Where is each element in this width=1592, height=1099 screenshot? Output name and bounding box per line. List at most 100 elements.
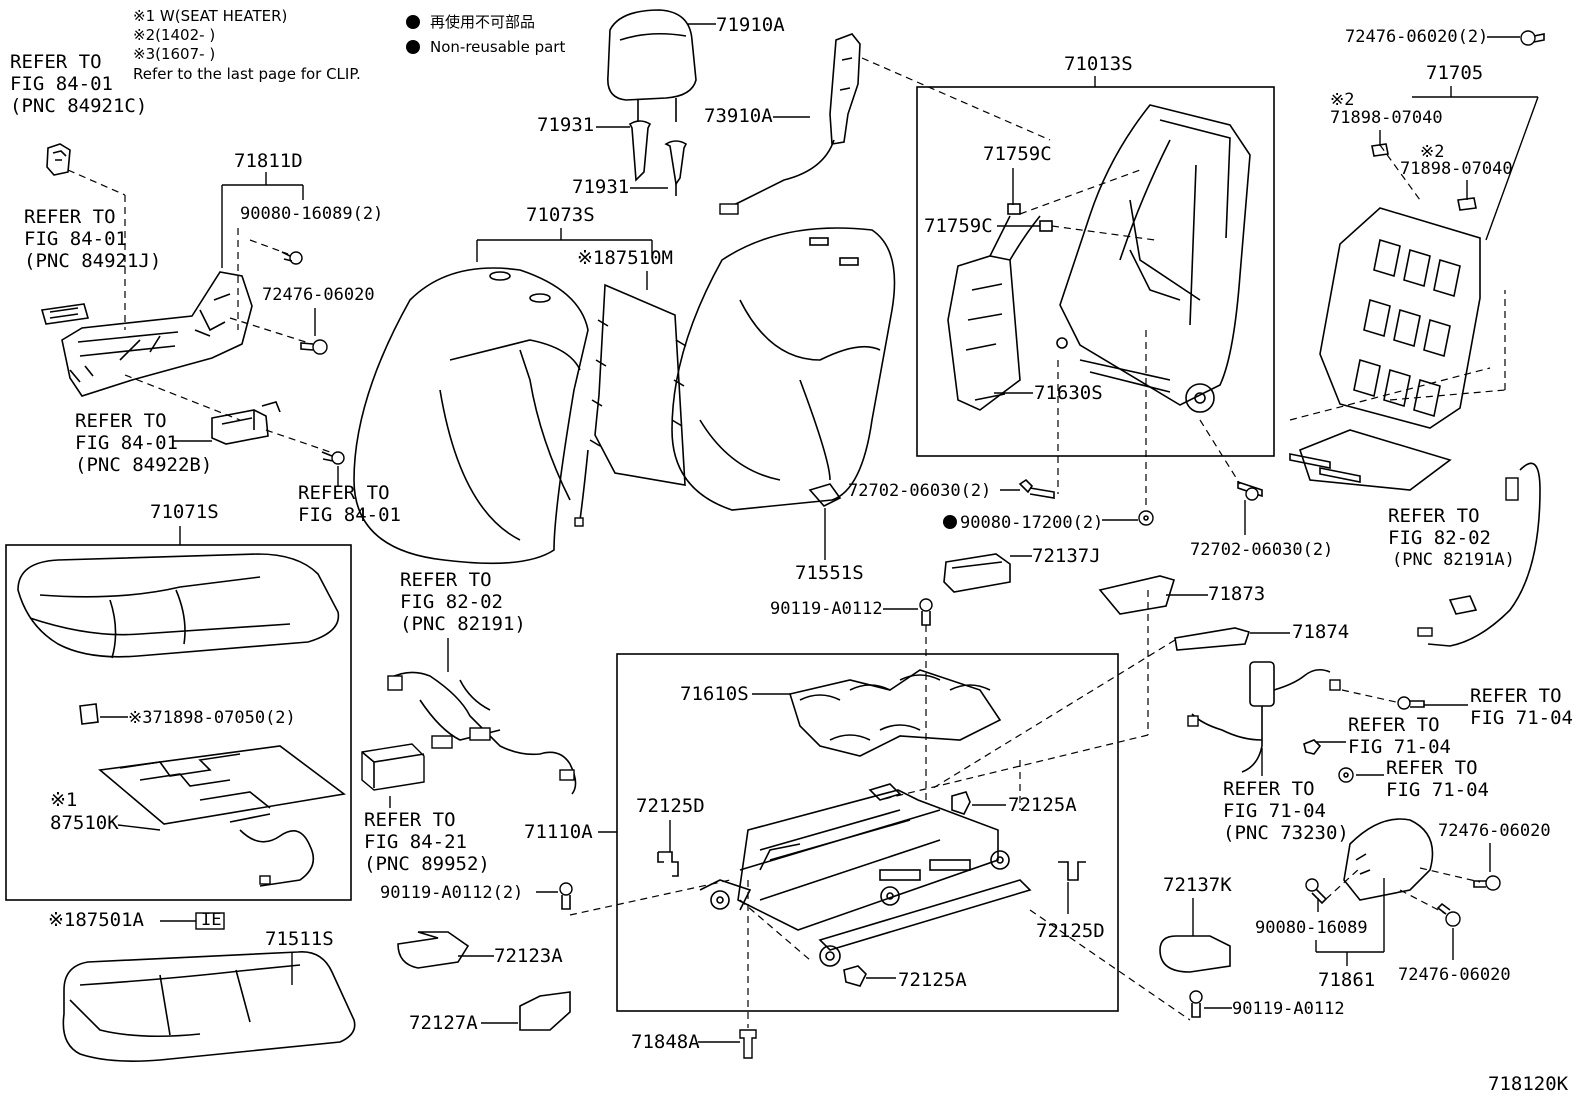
bolt-72476-b-icon bbox=[1473, 875, 1501, 891]
label-90119-A0112-2[interactable]: 90119-A0112(2) bbox=[380, 883, 523, 903]
label-72702-06030-b[interactable]: 72702-06030(2) bbox=[1190, 540, 1333, 560]
label-71873[interactable]: 71873 bbox=[1208, 583, 1265, 605]
label-72476-06020-c[interactable]: 72476-06020 bbox=[1398, 965, 1511, 985]
switch-button-icon bbox=[40, 303, 90, 325]
part-71551S-pad bbox=[671, 227, 896, 511]
label-71811D[interactable]: 71811D bbox=[234, 150, 303, 172]
part-seatbelt-buckle bbox=[1187, 661, 1341, 773]
part-71071S-cushion bbox=[17, 553, 340, 659]
svg-text:FIG 84-01: FIG 84-01 bbox=[24, 228, 127, 250]
label-71931-b[interactable]: 71931 bbox=[572, 176, 629, 198]
svg-text:REFER TO: REFER TO bbox=[1386, 757, 1478, 779]
label-72125A-b[interactable]: 72125A bbox=[898, 969, 967, 991]
label-72137K[interactable]: 72137K bbox=[1163, 874, 1232, 896]
bolt-90119-b-icon bbox=[1189, 990, 1203, 1018]
label-72137J[interactable]: 72137J bbox=[1032, 545, 1101, 567]
screw-icon bbox=[281, 251, 303, 265]
label-90080-17200[interactable]: 90080-17200(2) bbox=[960, 513, 1103, 533]
ref-71-04-b[interactable]: REFER TO FIG 71-04 bbox=[1348, 714, 1451, 758]
svg-text:REFER TO: REFER TO bbox=[1223, 778, 1315, 800]
label-71898-07050[interactable]: ※371898-07050(2) bbox=[128, 708, 296, 728]
label-71013S[interactable]: 71013S bbox=[1064, 53, 1133, 75]
ref-82191[interactable]: REFER TO FIG 82-02 (PNC 82191) bbox=[400, 569, 526, 635]
label-72123A[interactable]: 72123A bbox=[494, 945, 563, 967]
non-reusable-bullet-icon bbox=[943, 515, 957, 529]
note-seat-heater: ※1 W(SEAT HEATER) bbox=[133, 7, 287, 25]
label-72702-06030-a[interactable]: 72702-06030(2) bbox=[848, 481, 991, 501]
bolt-icon bbox=[300, 339, 328, 355]
label-71759C-b[interactable]: 71759C bbox=[924, 215, 993, 237]
label-71898-07040-b[interactable]: 71898-07040 bbox=[1400, 159, 1513, 179]
part-71873-cover bbox=[1098, 575, 1176, 615]
ref-84921J[interactable]: REFER TO FIG 84-01 (PNC 84921J) bbox=[24, 206, 161, 272]
ref-84922B[interactable]: REFER TO FIG 84-01 (PNC 84922B) bbox=[75, 410, 212, 476]
label-87510K-note[interactable]: ※1 bbox=[50, 789, 77, 811]
label-71874[interactable]: 71874 bbox=[1292, 621, 1349, 643]
label-72476-06020-2[interactable]: 72476-06020(2) bbox=[1345, 27, 1488, 47]
label-71610S[interactable]: 71610S bbox=[680, 683, 749, 705]
svg-text:FIG 71-04: FIG 71-04 bbox=[1223, 800, 1326, 822]
label-72125D-a[interactable]: 72125D bbox=[636, 795, 705, 817]
label-87510K[interactable]: 87510K bbox=[50, 812, 119, 834]
ref-84921C[interactable]: REFER TO FIG 84-01 (PNC 84921C) bbox=[10, 51, 147, 117]
ref-89952[interactable]: REFER TO FIG 84-21 (PNC 89952) bbox=[364, 809, 490, 875]
label-90080-16089-2[interactable]: 90080-16089(2) bbox=[240, 204, 383, 224]
part-71630S-lumbar bbox=[947, 215, 1041, 411]
ref-71-04-a[interactable]: REFER TO FIG 71-04 bbox=[1470, 685, 1573, 729]
harness-82191A bbox=[1417, 462, 1541, 647]
label-90080-16089[interactable]: 90080-16089 bbox=[1255, 918, 1368, 938]
label-72476-06020-b[interactable]: 72476-06020 bbox=[1438, 821, 1551, 841]
bolt-72702-b-icon bbox=[1237, 480, 1263, 501]
part-71861-cover bbox=[1343, 818, 1434, 901]
label-71705[interactable]: 71705 bbox=[1426, 62, 1483, 84]
label-71861[interactable]: 71861 bbox=[1318, 969, 1375, 991]
label-71630S[interactable]: 71630S bbox=[1034, 382, 1103, 404]
svg-text:FIG 84-01: FIG 84-01 bbox=[10, 73, 113, 95]
label-72125D-b[interactable]: 72125D bbox=[1036, 920, 1105, 942]
label-87501A[interactable]: ※187501A bbox=[48, 909, 145, 931]
ref-82191A[interactable]: REFER TO FIG 82-02 (PNC 82191A) bbox=[1388, 505, 1515, 570]
label-72476-06020-a[interactable]: 72476-06020 bbox=[262, 285, 375, 305]
label-72127A[interactable]: 72127A bbox=[409, 1012, 478, 1034]
note-2-a[interactable]: ※2 bbox=[1330, 90, 1354, 110]
clip-71898-a-icon bbox=[1371, 143, 1389, 157]
non-reusable-bullet-icon bbox=[406, 40, 420, 54]
bracket-72125D-b-icon bbox=[1058, 861, 1086, 881]
note-date-1607: ※3(1607- ) bbox=[133, 45, 215, 63]
screw-84-01-icon bbox=[321, 451, 345, 465]
label-71848A[interactable]: 71848A bbox=[631, 1031, 700, 1053]
label-71931-a[interactable]: 71931 bbox=[537, 114, 594, 136]
bracket-72125D-a-icon bbox=[657, 851, 679, 877]
ref-73230[interactable]: REFER TO FIG 71-04 (PNC 73230) bbox=[1223, 778, 1349, 844]
svg-text:FIG 84-01: FIG 84-01 bbox=[75, 432, 178, 454]
svg-text:REFER TO: REFER TO bbox=[10, 51, 102, 73]
svg-text:(PNC 84922B): (PNC 84922B) bbox=[75, 454, 212, 476]
label-71110A[interactable]: 71110A bbox=[524, 821, 593, 843]
label-73910A[interactable]: 73910A bbox=[704, 105, 773, 127]
ref-84-01[interactable]: REFER TO FIG 84-01 bbox=[298, 482, 401, 526]
svg-text:FIG 82-02: FIG 82-02 bbox=[400, 591, 503, 613]
label-71759C-a[interactable]: 71759C bbox=[983, 143, 1052, 165]
svg-text:(PNC 82191A): (PNC 82191A) bbox=[1392, 550, 1515, 570]
label-90119-A0112-a[interactable]: 90119-A0112 bbox=[770, 599, 883, 619]
label-90119-A0112-b[interactable]: 90119-A0112 bbox=[1232, 999, 1345, 1019]
label-71073S[interactable]: 71073S bbox=[526, 204, 595, 226]
label-71511S[interactable]: 71511S bbox=[265, 928, 334, 950]
harness-82191 bbox=[387, 671, 577, 795]
bolt-72702-a-icon bbox=[1018, 478, 1055, 499]
label-71551S[interactable]: 71551S bbox=[795, 562, 864, 584]
label-71898-07040-a[interactable]: 71898-07040 bbox=[1330, 108, 1443, 128]
note-clip: Refer to the last page for CLIP. bbox=[133, 65, 361, 83]
legend-jp: 再使用不可部品 bbox=[430, 13, 535, 31]
part-87510M-heater bbox=[574, 283, 687, 527]
label-87510M[interactable]: ※187510M bbox=[577, 247, 673, 269]
label-72125A-a[interactable]: 72125A bbox=[1008, 794, 1077, 816]
label-71071S[interactable]: 71071S bbox=[150, 501, 219, 523]
part-71013S-frame bbox=[1056, 104, 1251, 413]
label-71910A[interactable]: 71910A bbox=[716, 14, 785, 36]
ref-71-04-c[interactable]: REFER TO FIG 71-04 bbox=[1386, 757, 1489, 801]
svg-text:REFER TO: REFER TO bbox=[75, 410, 167, 432]
svg-text:(PNC 84921J): (PNC 84921J) bbox=[24, 250, 161, 272]
nut-90080-17200-icon bbox=[1138, 510, 1154, 526]
note-2-b[interactable]: ※2 bbox=[1420, 142, 1444, 162]
